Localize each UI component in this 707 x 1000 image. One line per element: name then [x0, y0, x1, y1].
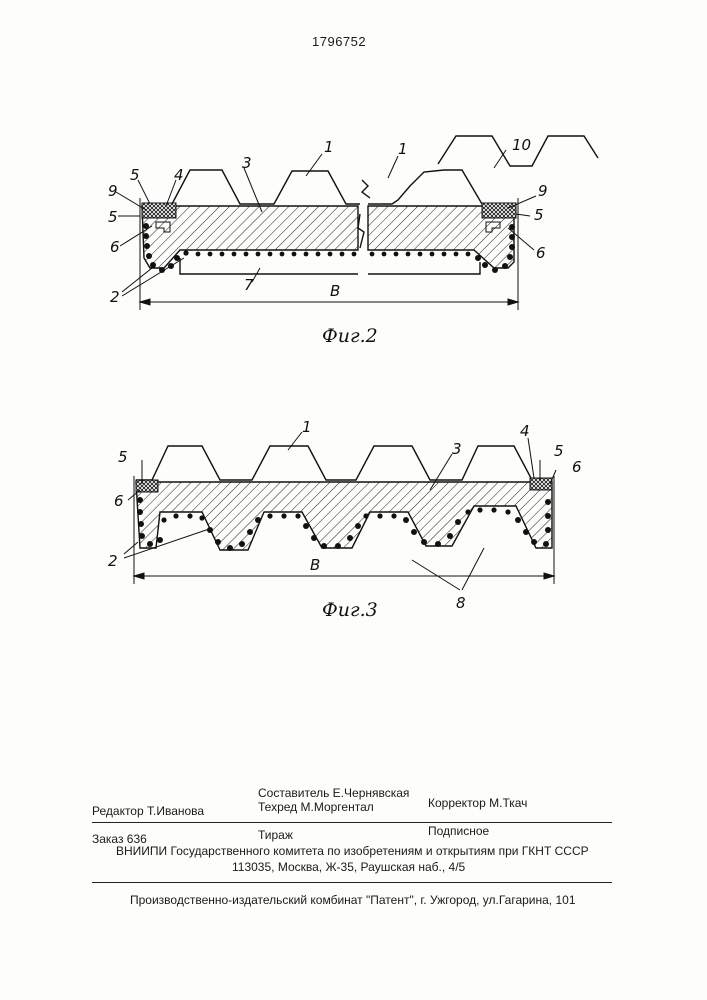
fig2-pad-right — [482, 203, 516, 218]
fig2-label-5b: 5 — [108, 208, 118, 226]
techred-credit: Техред М.Моргентал — [258, 800, 374, 814]
fig3-label-5a: 5 — [118, 448, 128, 466]
fig2-label-4: 4 — [174, 166, 184, 184]
fig3-caption: Фиг.3 — [322, 599, 378, 621]
fig3-label-8: 8 — [456, 594, 466, 612]
divider-bottom — [92, 882, 612, 883]
circulation-label: Тираж — [258, 828, 293, 842]
organization: ВНИИПИ Государственного комитета по изоб… — [116, 844, 589, 858]
compiler-credit: Составитель Е.Чернявская — [258, 786, 409, 800]
editor-credit: Редактор Т.Иванова — [92, 804, 204, 818]
fig2-label-6b: 6 — [536, 244, 546, 262]
fig2-caption: Фиг.2 — [322, 325, 378, 347]
fig3-label-4: 4 — [520, 422, 530, 440]
subscription-label: Подписное — [428, 824, 489, 838]
fig2-label-1a: 1 — [324, 138, 334, 156]
fig2-label-5a: 5 — [130, 166, 140, 184]
fig3-label-2: 2 — [108, 552, 118, 570]
figure-3 — [136, 446, 552, 480]
fig2-strip-7 — [180, 258, 480, 274]
fig2-label-9b: 9 — [538, 182, 548, 200]
fig2-label-5c: 5 — [534, 206, 544, 224]
fig2-label-9a: 9 — [108, 182, 118, 200]
printer-info: Производственно-издательский комбинат "П… — [130, 893, 576, 907]
fig3-body — [136, 482, 552, 550]
fig2-teeth-right — [368, 170, 516, 204]
fig2-label-6a: 6 — [110, 238, 120, 256]
corrector-credit: Корректор М.Ткач — [428, 796, 527, 810]
fig3-label-b: B — [310, 556, 320, 574]
fig2-label-b: B — [330, 282, 340, 300]
fig2-pad-left — [142, 203, 176, 218]
fig3-label-1: 1 — [302, 418, 312, 436]
fig2-label-2: 2 — [110, 288, 120, 306]
divider-top — [92, 822, 612, 823]
fig3-label-6a: 6 — [114, 492, 124, 510]
fig2-label-1b: 1 — [398, 140, 408, 158]
fig3-label-3: 3 — [452, 440, 462, 458]
fig2-label-3: 3 — [242, 154, 252, 172]
fig3-teeth — [136, 446, 552, 480]
fig2-label-10: 10 — [512, 136, 531, 154]
address: 113035, Москва, Ж-35, Раушская наб., 4/5 — [232, 860, 465, 874]
fig3-pad-right — [530, 478, 552, 490]
fig3-label-6b: 6 — [572, 458, 582, 476]
fig3-label-5b: 5 — [554, 442, 564, 460]
fig2-label-7: 7 — [244, 276, 254, 294]
